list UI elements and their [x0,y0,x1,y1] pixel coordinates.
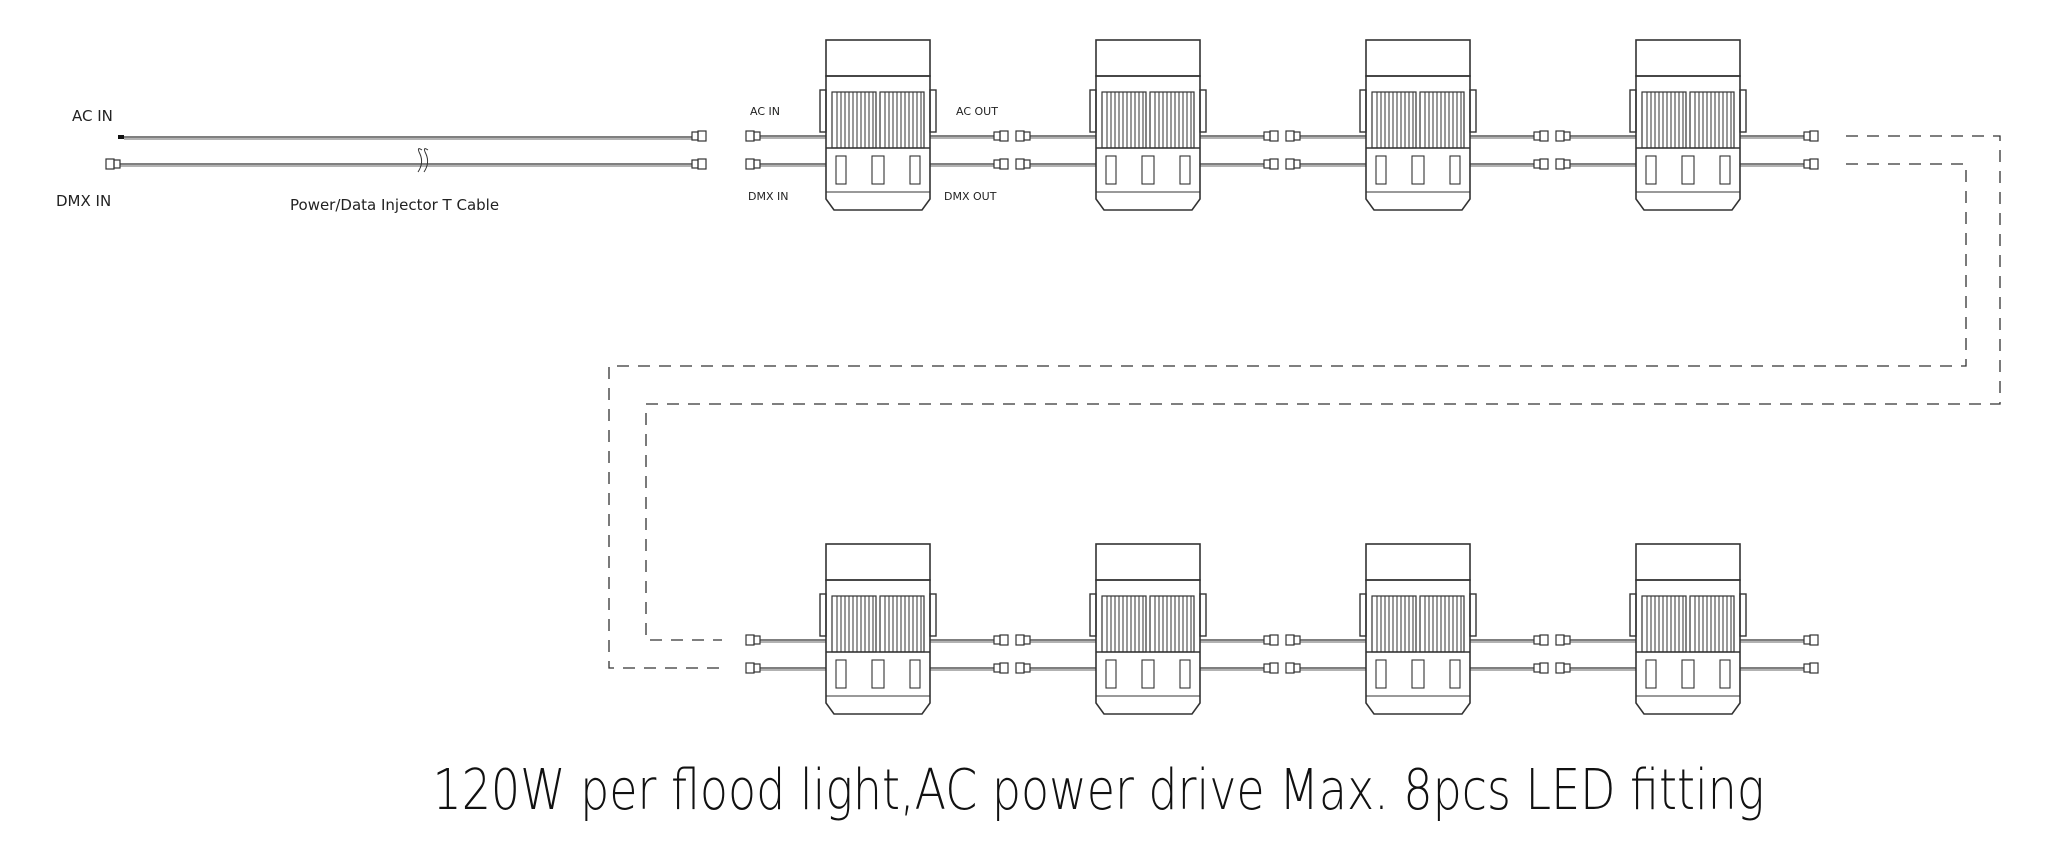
injector-cable-label: Power/Data Injector T Cable [290,196,499,214]
fixture-dmx-out-label: DMX OUT [944,190,997,203]
fixture-row-top [745,39,1819,211]
injector-cable [105,130,707,173]
fixture-ac-in-label: AC IN [750,105,780,118]
ac-in-label: AC IN [72,107,113,125]
flood-light-5 [745,543,1009,715]
flood-light-3 [1285,39,1549,211]
flood-light-4 [1555,39,1819,211]
dashed-link-cables [608,135,2001,669]
dmx-in-label: DMX IN [56,192,111,210]
flood-light-1 [745,39,1009,211]
flood-light-2 [1015,39,1279,211]
fixture-row-bottom [745,543,1819,715]
flood-light-7 [1285,543,1549,715]
fixture-ac-out-label: AC OUT [956,105,998,118]
flood-light-6 [1015,543,1279,715]
fixture-dmx-in-label: DMX IN [748,190,788,203]
diagram-caption: 120W per flood light,AC power drive Max.… [432,758,1765,823]
flood-light-8 [1555,543,1819,715]
